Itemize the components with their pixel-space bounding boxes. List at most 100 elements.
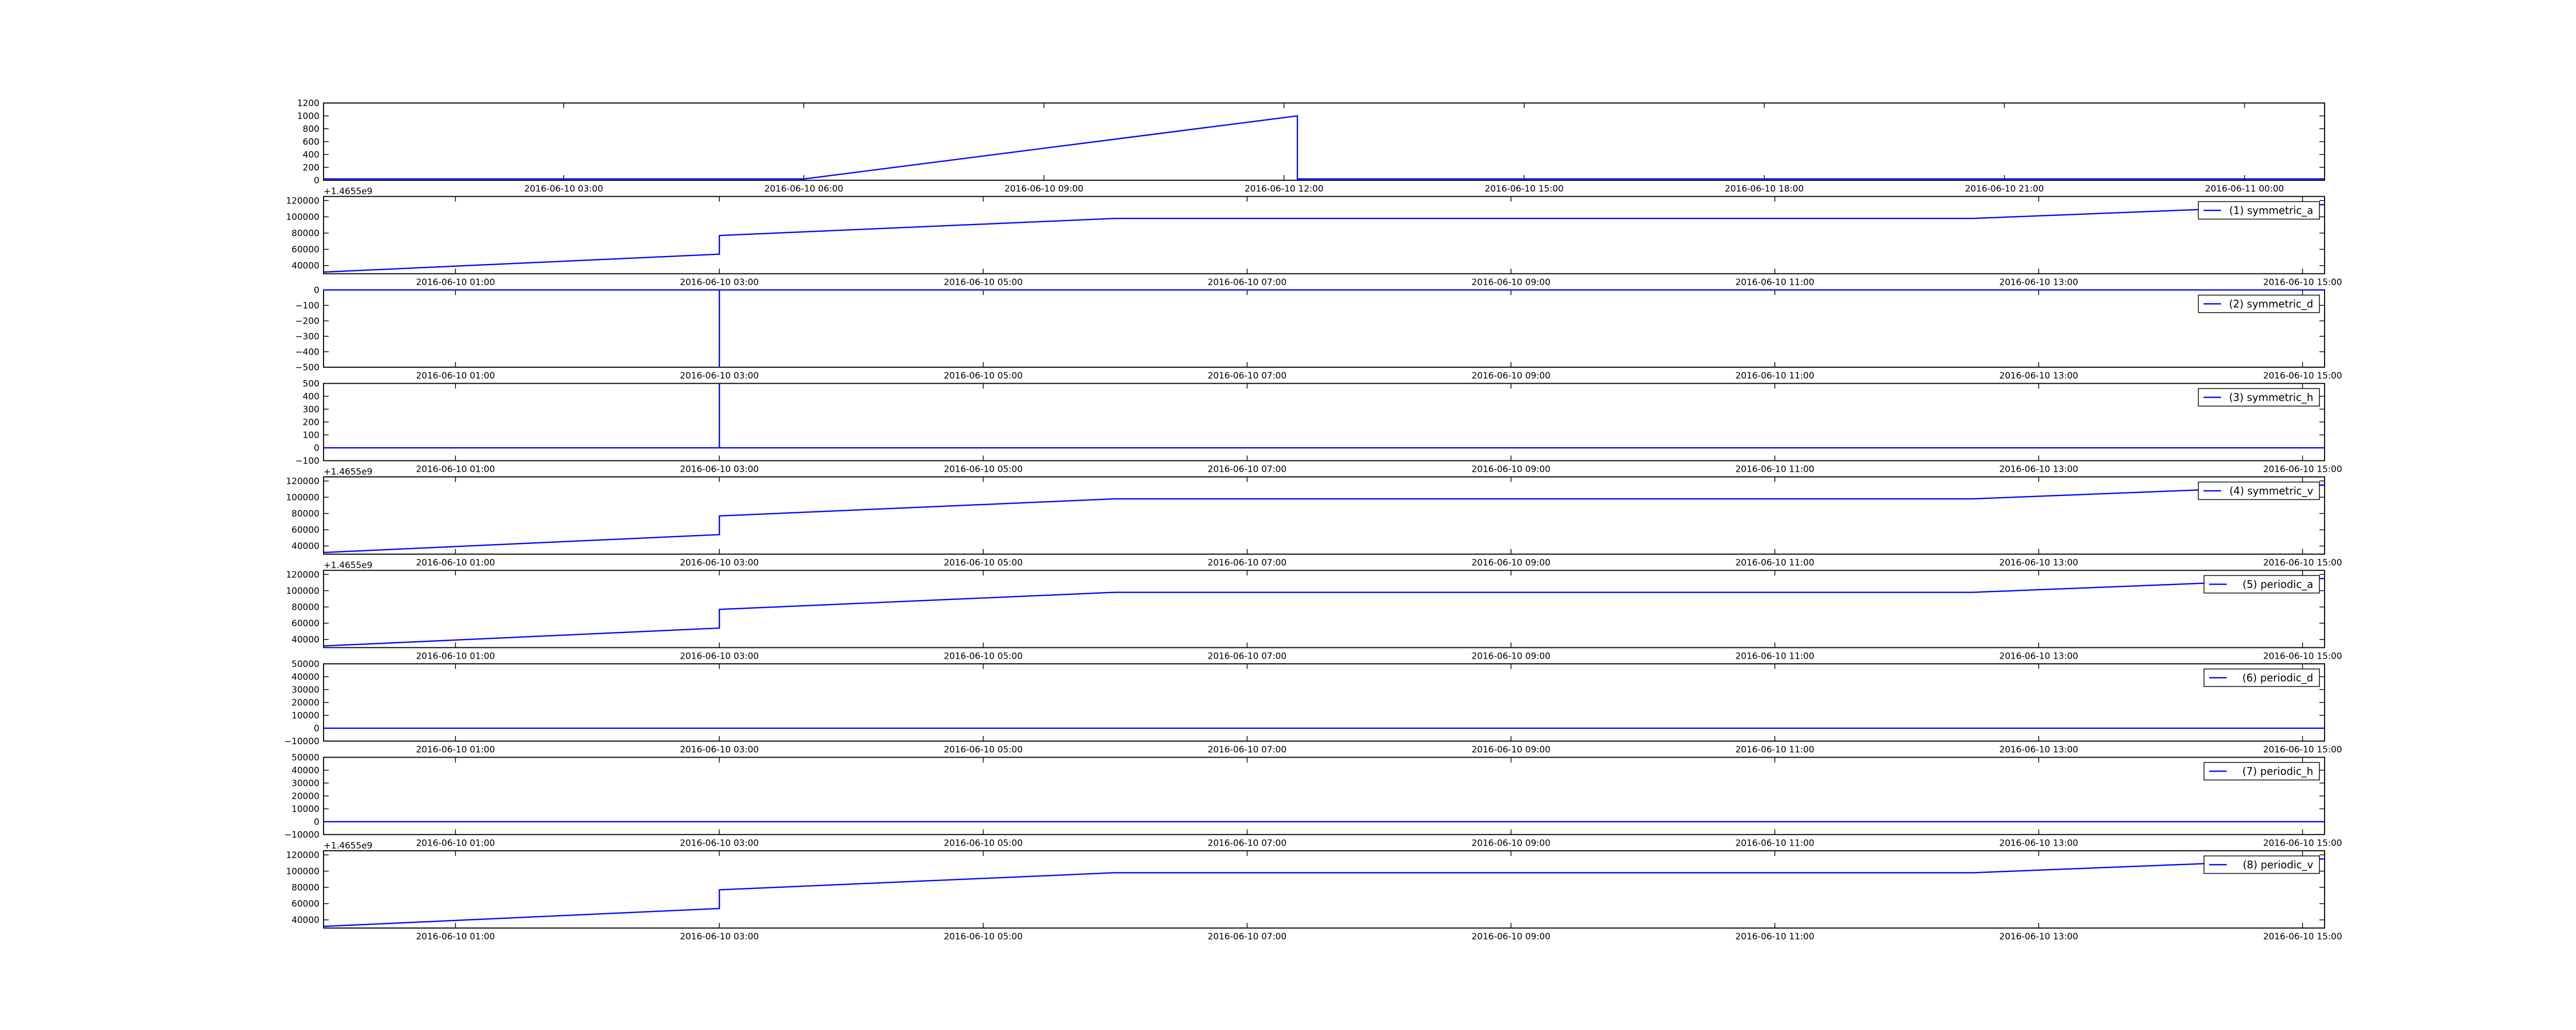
x-tick-label: 2016-06-10 05:00 xyxy=(944,278,1023,288)
x-tick-label: 2016-06-10 07:00 xyxy=(1208,838,1286,849)
legend-label: (4) symmetric_v xyxy=(2229,485,2313,497)
series-line-5-0 xyxy=(323,578,2325,647)
y-tick-label: 20000 xyxy=(292,698,319,708)
x-tick-label: 2016-06-10 15:00 xyxy=(2263,838,2342,849)
x-tick-label: 2016-06-10 15:00 xyxy=(2263,371,2342,381)
y-tick-label: 40000 xyxy=(292,915,319,925)
x-tick-label: 2016-06-10 03:00 xyxy=(680,558,759,568)
y-tick-label: 80000 xyxy=(292,603,319,613)
x-tick-label: 2016-06-10 07:00 xyxy=(1208,651,1286,662)
x-tick-label: 2016-06-10 11:00 xyxy=(1735,932,1814,942)
x-tick-label: 2016-06-10 01:00 xyxy=(416,745,495,755)
x-tick-label: 2016-06-10 09:00 xyxy=(1005,184,1083,194)
x-offset-label: +1.4655e9 xyxy=(324,841,372,851)
axes-frame xyxy=(323,196,2325,274)
y-tick-label: 60000 xyxy=(292,245,319,255)
y-tick-label: 10000 xyxy=(292,804,319,815)
y-tick-label: 80000 xyxy=(292,509,319,519)
y-tick-label: −500 xyxy=(295,363,319,373)
x-tick-label: 2016-06-10 05:00 xyxy=(944,651,1023,662)
series-line-4-0 xyxy=(323,484,2325,554)
x-tick-label: 2016-06-10 15:00 xyxy=(2263,465,2342,475)
axes-frame xyxy=(323,289,2325,368)
x-tick-label: 2016-06-10 13:00 xyxy=(1999,745,2078,755)
y-tick-label: 100 xyxy=(303,431,319,441)
legend-box xyxy=(2204,575,2320,594)
y-tick-label: 600 xyxy=(303,137,319,147)
x-tick-label: 2016-06-10 07:00 xyxy=(1208,278,1286,288)
x-tick-label: 2016-06-10 13:00 xyxy=(1999,838,2078,849)
y-tick-label: 200 xyxy=(303,418,319,428)
y-tick-label: −100 xyxy=(295,301,319,311)
y-tick-label: 30000 xyxy=(292,685,319,695)
y-tick-label: 20000 xyxy=(292,792,319,802)
axes-frame xyxy=(323,850,2325,929)
x-tick-label: 2016-06-10 11:00 xyxy=(1735,745,1814,755)
x-tick-label: 2016-06-11 00:00 xyxy=(2205,184,2284,194)
x-tick-label: 2016-06-10 15:00 xyxy=(2263,278,2342,288)
y-tick-label: 100000 xyxy=(286,586,319,596)
x-tick-label: 2016-06-10 01:00 xyxy=(416,932,495,942)
axes-frame xyxy=(323,476,2325,555)
legend-box xyxy=(2198,295,2320,313)
series-line-8-0 xyxy=(323,858,2325,928)
y-tick-label: 50000 xyxy=(292,659,319,670)
x-tick-label: 2016-06-10 06:00 xyxy=(765,184,843,194)
x-tick-label: 2016-06-10 01:00 xyxy=(416,558,495,568)
x-tick-label: 2016-06-10 13:00 xyxy=(1999,465,2078,475)
y-tick-label: 50000 xyxy=(292,753,319,763)
y-tick-label: 120000 xyxy=(286,570,319,580)
x-tick-label: 2016-06-10 01:00 xyxy=(416,838,495,849)
x-tick-label: 2016-06-10 05:00 xyxy=(944,558,1023,568)
x-tick-label: 2016-06-10 13:00 xyxy=(1999,558,2078,568)
x-tick-label: 2016-06-10 15:00 xyxy=(1485,184,1564,194)
x-tick-label: 2016-06-10 09:00 xyxy=(1471,838,1550,849)
axes-frame xyxy=(323,383,2325,461)
y-tick-label: 500 xyxy=(303,379,319,389)
x-tick-label: 2016-06-10 05:00 xyxy=(944,465,1023,475)
axes-frame xyxy=(323,102,2325,181)
legend-label: (7) periodic_h xyxy=(2242,765,2313,778)
y-tick-label: −200 xyxy=(295,316,319,327)
x-tick-label: 2016-06-10 01:00 xyxy=(416,651,495,662)
x-tick-label: 2016-06-10 13:00 xyxy=(1999,278,2078,288)
x-tick-label: 2016-06-10 11:00 xyxy=(1735,651,1814,662)
x-tick-label: 2016-06-10 09:00 xyxy=(1471,745,1550,755)
x-tick-label: 2016-06-10 09:00 xyxy=(1471,371,1550,381)
y-tick-label: 40000 xyxy=(292,672,319,682)
y-tick-label: 30000 xyxy=(292,779,319,789)
x-tick-label: 2016-06-10 03:00 xyxy=(680,465,759,475)
y-tick-label: 100000 xyxy=(286,866,319,877)
x-tick-label: 2016-06-10 07:00 xyxy=(1208,465,1286,475)
y-tick-label: 100000 xyxy=(286,212,319,222)
y-tick-label: 40000 xyxy=(292,635,319,645)
y-tick-label: 80000 xyxy=(292,229,319,239)
y-tick-label: 0 xyxy=(314,285,319,296)
legend-label: (5) periodic_a xyxy=(2243,578,2313,591)
x-tick-label: 2016-06-10 07:00 xyxy=(1208,558,1286,568)
x-tick-label: 2016-06-10 03:00 xyxy=(680,278,759,288)
series-line-1-0 xyxy=(323,204,2325,273)
x-tick-label: 2016-06-10 09:00 xyxy=(1471,651,1550,662)
y-tick-label: 0 xyxy=(314,724,319,734)
y-tick-label: −400 xyxy=(295,347,319,357)
x-offset-label: +1.4655e9 xyxy=(324,186,372,197)
series-line-0-0 xyxy=(324,115,2325,180)
y-tick-label: 10000 xyxy=(292,711,319,721)
chart-panel-6: −10000 0 10000 20000 30000 40000 50000 2016-06-… xyxy=(284,659,2342,755)
y-tick-label: 200 xyxy=(303,163,319,173)
x-tick-label: 2016-06-10 11:00 xyxy=(1735,465,1814,475)
y-tick-label: 40000 xyxy=(292,766,319,776)
y-tick-label: −10000 xyxy=(284,736,319,747)
x-tick-label: 2016-06-10 05:00 xyxy=(944,371,1023,381)
y-tick-label: 100000 xyxy=(286,492,319,503)
x-tick-label: 2016-06-10 03:00 xyxy=(680,838,759,849)
chart-panel-7: −10000010000200003000040000500002016-06-… xyxy=(284,753,2342,851)
x-tick-label: 2016-06-10 11:00 xyxy=(1735,371,1814,381)
x-tick-label: 2016-06-10 07:00 xyxy=(1208,371,1286,381)
